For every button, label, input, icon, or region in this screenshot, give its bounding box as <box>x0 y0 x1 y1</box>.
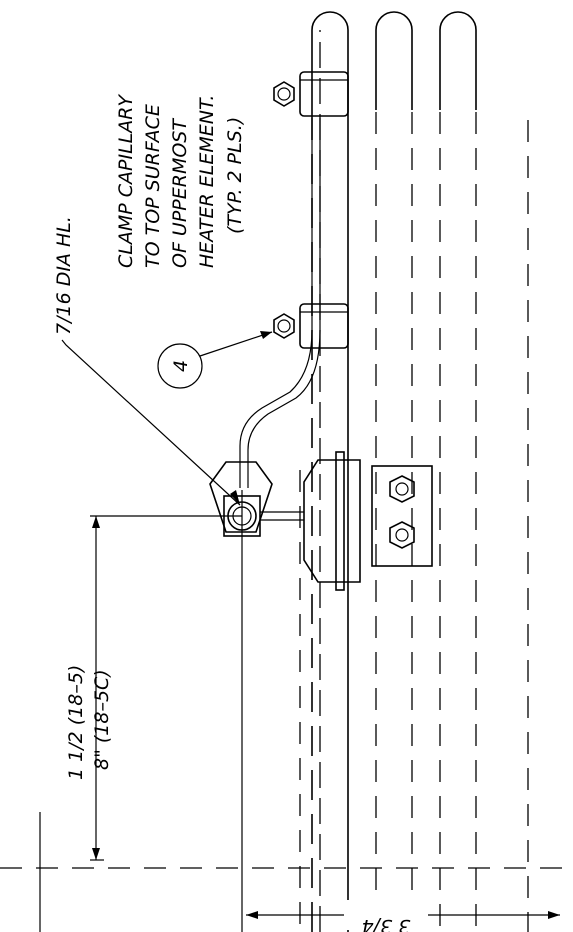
arrowhead <box>92 516 100 528</box>
arrowhead <box>548 911 560 919</box>
arrowhead <box>260 331 272 339</box>
arrowhead <box>230 490 240 505</box>
dim-text-mask <box>344 900 428 930</box>
item-balloon-number: 4 <box>170 360 192 372</box>
arrowhead <box>92 848 100 860</box>
hidden-lines-redraw <box>375 112 477 932</box>
heater-element-1 <box>311 11 349 932</box>
heater-elements <box>311 11 477 932</box>
clamp-note-line-3: OF UPPERMOST <box>169 118 191 268</box>
dimension-label-1: 1 1/2 (18–5) <box>65 665 87 780</box>
mask <box>370 110 485 932</box>
heater-element-3 <box>439 11 477 932</box>
item-balloon <box>157 343 203 389</box>
clamp-note-line-4: HEATER ELEMENT. <box>196 95 218 268</box>
dimension-label-2: 8" (18–5C) <box>91 669 113 770</box>
clamp-upper <box>273 71 349 117</box>
capillary-tube <box>239 118 313 488</box>
clamp-note-line-2: TO TOP SURFACE <box>142 104 164 268</box>
capillary-tube-outer <box>247 118 321 488</box>
clamp-lower <box>273 303 349 349</box>
hole-callout: 7/16 DIA HL. <box>53 216 75 335</box>
heater-element-2 <box>375 11 413 932</box>
balloon-leader <box>199 331 273 357</box>
clamp-note-line-5: (TYP. 2 PLS.) <box>224 117 246 234</box>
hole-leader-line <box>61 339 241 506</box>
bulb-fitting <box>209 461 304 537</box>
clamp-note-line-1: CLAMP CAPILLARY <box>115 94 137 268</box>
thermostat-body <box>303 451 433 591</box>
dimension-bottom-label: 3 3/4 <box>362 915 411 932</box>
arrowhead <box>246 911 258 919</box>
